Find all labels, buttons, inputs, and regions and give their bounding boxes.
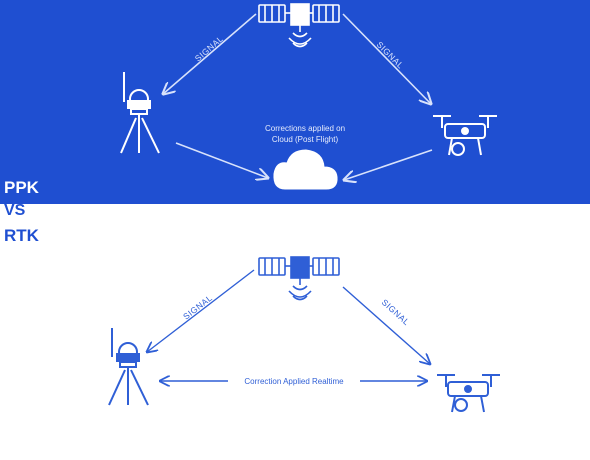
rtk-survey-tripod-icon: [108, 328, 149, 406]
ppk-signal-arrow-left: [163, 13, 257, 94]
ppk-corrections-line-2: Cloud (Post Flight): [272, 135, 339, 144]
rtk-title: RTK: [4, 226, 39, 245]
ppk-title: PPK: [4, 178, 39, 197]
ppk-drone-icon: [433, 115, 497, 156]
vs-title: VS: [4, 202, 26, 219]
rtk-satellite-icon: [258, 256, 340, 301]
rtk-signal-label-left: SIGNAL: [181, 293, 214, 322]
ppk-corrections-line-1: Corrections applied on: [265, 124, 345, 133]
rtk-panel: [0, 204, 590, 460]
ppk-signal-arrow-right: [342, 13, 431, 104]
rtk-correction-label: Correction Applied Realtime: [244, 377, 344, 386]
ppk-signal-label-right: SIGNAL: [375, 39, 406, 70]
rtk-drone-icon: [437, 374, 500, 413]
ppk-signal-label-left: SIGNAL: [193, 34, 225, 64]
ppk-drone-to-cloud-arrow: [344, 149, 433, 180]
ppk-survey-tripod-icon: [120, 72, 160, 154]
ppk-cloud-icon: [273, 149, 338, 190]
ppk-ground-to-cloud-arrow: [175, 142, 268, 178]
rtk-signal-arrow-right: [342, 286, 430, 364]
rtk-correction-label-background: [228, 374, 360, 387]
rtk-signal-arrow-left: [147, 269, 255, 352]
ppk-satellite-icon: [258, 3, 340, 48]
